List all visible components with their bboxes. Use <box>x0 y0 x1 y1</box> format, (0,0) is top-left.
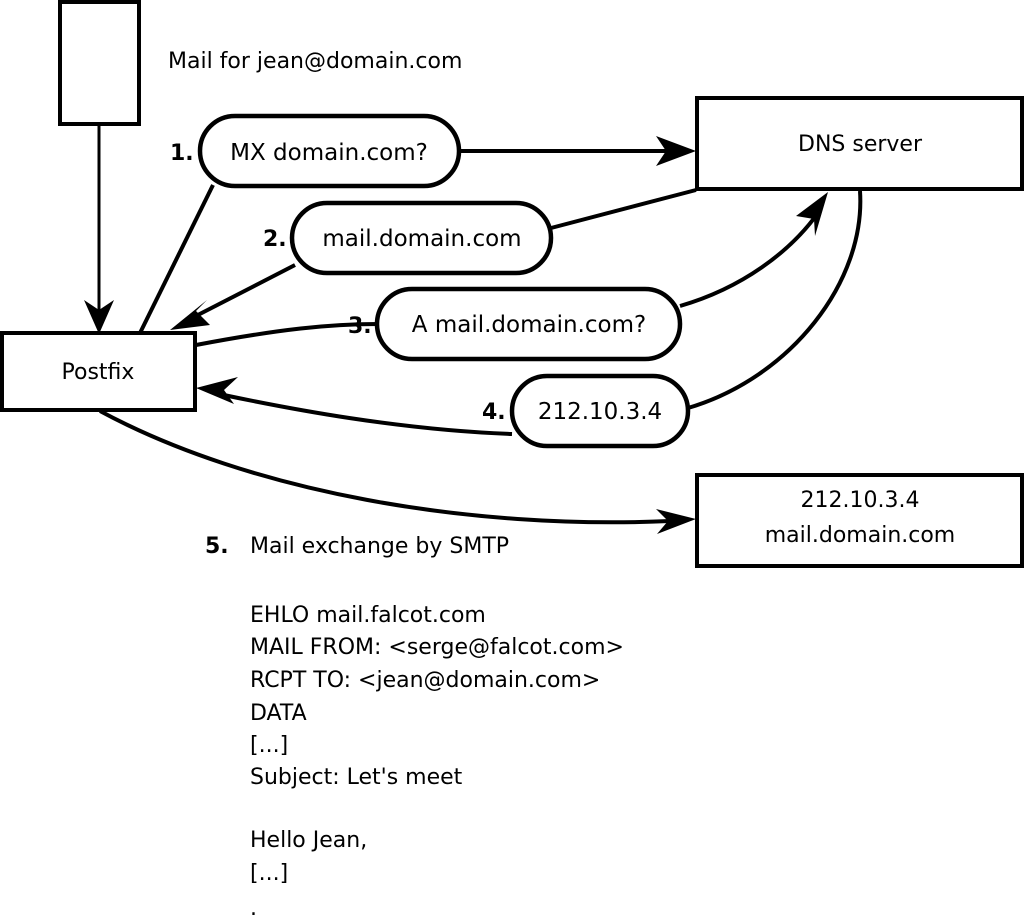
edge-dns-to-bubble2 <box>550 188 697 230</box>
step-number-5: 5. <box>205 534 229 559</box>
step-bubble-2[interactable]: mail.domain.com <box>289 200 554 276</box>
edge-dns-to-bubble4 <box>687 190 863 410</box>
smtp-line-2: RCPT TO: <jean@domain.com> <box>250 668 600 693</box>
edge-bubble2-to-postfix <box>170 263 296 330</box>
smtp-line-10: . <box>250 896 257 919</box>
step-bubble-1[interactable]: MX domain.com? <box>197 113 462 189</box>
mail-server-box[interactable]: 212.10.3.4 mail.domain.com <box>695 473 1024 568</box>
edge-bubble1-to-postfix <box>138 184 215 334</box>
edge-postfix-to-bubble3 <box>195 322 380 347</box>
source-box[interactable] <box>58 0 141 126</box>
edge-bubble3-to-dns <box>679 192 828 308</box>
step-bubble-3[interactable]: A mail.domain.com? <box>374 286 683 362</box>
mail-server-box-line2: mail.domain.com <box>765 523 956 548</box>
edge-bubble4-to-postfix <box>196 377 513 436</box>
smtp-line-5: Subject: Let's meet <box>250 765 463 790</box>
step-number-1: 1. <box>170 141 194 166</box>
step-number-4: 4. <box>482 400 506 425</box>
step-number-2: 2. <box>263 227 287 252</box>
mail-for-caption: Mail for jean@domain.com <box>168 49 462 74</box>
step-bubble-3-label: A mail.domain.com? <box>412 312 646 338</box>
smtp-line-0: EHLO mail.falcot.com <box>250 603 486 628</box>
edge-source-to-postfix <box>84 125 114 334</box>
smtp-line-8: [...] <box>250 861 288 886</box>
dns-server-box[interactable]: DNS server <box>695 96 1024 191</box>
step-bubble-4[interactable]: 212.10.3.4 <box>509 373 691 449</box>
smtp-line-4: [...] <box>250 733 288 758</box>
step-bubble-1-label: MX domain.com? <box>230 140 428 166</box>
step-label-5: Mail exchange by SMTP <box>250 534 509 559</box>
dns-server-box-label: DNS server <box>798 132 923 157</box>
edge-postfix-to-mailserver <box>99 409 696 534</box>
step-bubble-2-label: mail.domain.com <box>322 226 521 252</box>
smtp-line-1: MAIL FROM: <serge@falcot.com> <box>250 635 624 660</box>
postfix-box[interactable]: Postfix <box>0 331 197 412</box>
edge-bubble1-to-dns <box>458 136 696 166</box>
smtp-line-7: Hello Jean, <box>250 828 367 853</box>
step-bubble-4-label: 212.10.3.4 <box>538 399 662 425</box>
postfix-box-label: Postfix <box>62 360 135 385</box>
mail-server-box-line1: 212.10.3.4 <box>801 488 920 513</box>
step-number-3: 3. <box>348 314 372 339</box>
smtp-line-3: DATA <box>250 701 307 726</box>
